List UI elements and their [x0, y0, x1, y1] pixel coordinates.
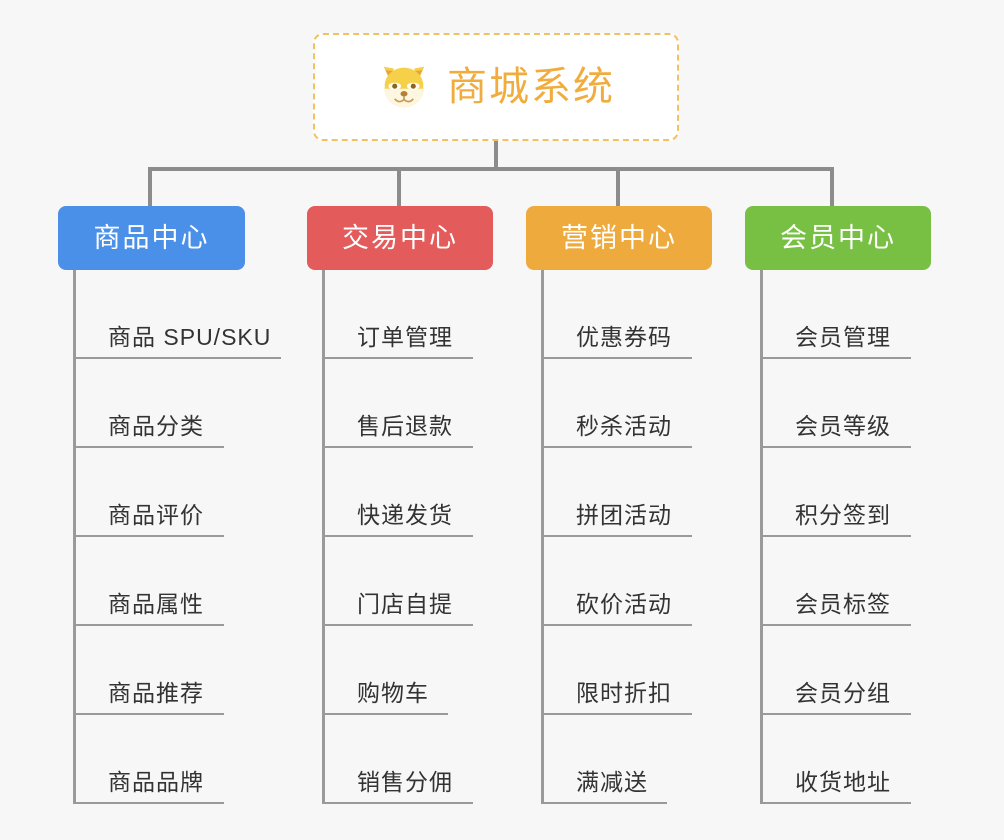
leaf-item-underline	[763, 535, 911, 537]
connector-drop-2	[397, 169, 401, 206]
leaf-list-3: 优惠券码秒杀活动拼团活动砍价活动限时折扣满减送	[541, 270, 712, 804]
leaf-list-1: 商品 SPU/SKU 商品分类商品评价商品属性商品推荐商品品牌	[73, 270, 281, 804]
leaf-item-label: 快递发货	[357, 502, 453, 528]
leaf-item-underline	[76, 713, 224, 715]
leaf-item[interactable]: 商品属性	[76, 537, 245, 626]
leaf-item-underline	[763, 713, 911, 715]
category-label: 商品中心	[93, 222, 210, 253]
leaf-item-underline	[325, 535, 473, 537]
leaf-item-label: 优惠券码	[576, 324, 672, 350]
leaf-item-label: 拼团活动	[576, 502, 672, 528]
leaf-item-label: 会员等级	[795, 413, 891, 439]
leaf-item[interactable]: 会员管理	[763, 270, 931, 359]
category-box-1[interactable]: 商品中心	[58, 206, 245, 270]
leaf-item-underline	[544, 713, 692, 715]
leaf-item-label: 商品属性	[108, 591, 204, 617]
leaf-item-label: 商品 SPU/SKU	[108, 324, 272, 350]
leaf-item-label: 售后退款	[357, 413, 453, 439]
leaf-item-underline	[544, 446, 692, 448]
leaf-item[interactable]: 快递发货	[325, 448, 493, 537]
leaf-item[interactable]: 商品评价	[76, 448, 245, 537]
leaf-item[interactable]: 购物车	[325, 626, 493, 715]
leaf-item[interactable]: 售后退款	[325, 359, 493, 448]
leaf-item[interactable]: 商品推荐	[76, 626, 245, 715]
leaf-item-label: 会员管理	[795, 324, 891, 350]
leaf-item-underline	[325, 713, 448, 715]
leaf-item[interactable]: 拼团活动	[544, 448, 712, 537]
root-title: 商城系统	[447, 65, 615, 109]
leaf-list-2: 订单管理售后退款快递发货门店自提购物车销售分佣	[322, 270, 493, 804]
category-box-3[interactable]: 营销中心	[526, 206, 712, 270]
category-label: 营销中心	[561, 222, 677, 253]
leaf-item-underline	[325, 802, 473, 804]
leaf-item-label: 会员分组	[795, 680, 891, 706]
leaf-item-underline	[76, 446, 224, 448]
leaf-item-underline	[544, 802, 667, 804]
leaf-item-underline	[76, 624, 224, 626]
leaf-item-label: 满减送	[576, 769, 648, 795]
leaf-item-label: 购物车	[357, 680, 429, 706]
leaf-item[interactable]: 积分签到	[763, 448, 931, 537]
leaf-item-label: 积分签到	[795, 502, 891, 528]
connector-drop-3	[616, 169, 620, 206]
leaf-item-underline	[544, 624, 692, 626]
category-box-2[interactable]: 交易中心	[307, 206, 493, 270]
leaf-item[interactable]: 收货地址	[763, 715, 931, 804]
category-label: 交易中心	[342, 222, 458, 253]
leaf-item[interactable]: 销售分佣	[325, 715, 493, 804]
root-node[interactable]: 商城系统	[313, 33, 679, 141]
leaf-item-underline	[76, 535, 224, 537]
leaf-item[interactable]: 会员等级	[763, 359, 931, 448]
category-column-2: 交易中心订单管理售后退款快递发货门店自提购物车销售分佣	[307, 206, 493, 804]
category-label: 会员中心	[780, 222, 896, 253]
leaf-item[interactable]: 会员标签	[763, 537, 931, 626]
leaf-item-underline	[544, 535, 692, 537]
leaf-item-label: 商品推荐	[108, 680, 204, 706]
leaf-item-label: 砍价活动	[576, 591, 672, 617]
leaf-item[interactable]: 订单管理	[325, 270, 493, 359]
leaf-item-underline	[544, 357, 692, 359]
leaf-item-label: 限时折扣	[576, 680, 672, 706]
leaf-item-label: 收货地址	[795, 769, 891, 795]
connector-root-vertical	[494, 141, 498, 169]
leaf-item-label: 秒杀活动	[576, 413, 672, 439]
leaf-item-underline	[76, 802, 224, 804]
leaf-item[interactable]: 商品品牌	[76, 715, 245, 804]
leaf-item-label: 订单管理	[357, 324, 453, 350]
leaf-item[interactable]: 商品分类	[76, 359, 245, 448]
root-node-content: 商城系统	[377, 60, 615, 114]
leaf-item[interactable]: 门店自提	[325, 537, 493, 626]
leaf-item-label: 门店自提	[357, 591, 453, 617]
leaf-item[interactable]: 砍价活动	[544, 537, 712, 626]
category-box-4[interactable]: 会员中心	[745, 206, 931, 270]
leaf-list-4: 会员管理会员等级积分签到会员标签会员分组收货地址	[760, 270, 931, 804]
connector-horizontal-bar	[148, 167, 834, 171]
leaf-item-underline	[325, 357, 473, 359]
leaf-item-underline	[763, 446, 911, 448]
leaf-item-underline	[763, 624, 911, 626]
leaf-item-underline	[325, 446, 473, 448]
category-column-3: 营销中心优惠券码秒杀活动拼团活动砍价活动限时折扣满减送	[526, 206, 712, 804]
leaf-item-underline	[325, 624, 473, 626]
leaf-item[interactable]: 秒杀活动	[544, 359, 712, 448]
leaf-item-label: 商品评价	[108, 502, 204, 528]
leaf-item-label: 会员标签	[795, 591, 891, 617]
leaf-item[interactable]: 满减送	[544, 715, 712, 804]
connector-drop-4	[830, 169, 834, 206]
leaf-item[interactable]: 会员分组	[763, 626, 931, 715]
leaf-item-underline	[763, 802, 911, 804]
leaf-item-label: 销售分佣	[357, 769, 453, 795]
category-column-4: 会员中心会员管理会员等级积分签到会员标签会员分组收货地址	[745, 206, 931, 804]
leaf-item[interactable]: 限时折扣	[544, 626, 712, 715]
connector-drop-1	[148, 169, 152, 206]
leaf-item[interactable]: 商品 SPU/SKU	[76, 270, 281, 359]
leaf-item[interactable]: 优惠券码	[544, 270, 712, 359]
leaf-item-label: 商品品牌	[108, 769, 204, 795]
leaf-item-underline	[76, 357, 281, 359]
category-column-1: 商品中心商品 SPU/SKU 商品分类商品评价商品属性商品推荐商品品牌	[58, 206, 281, 804]
shiba-dog-icon	[383, 66, 425, 108]
leaf-item-underline	[763, 357, 911, 359]
leaf-item-label: 商品分类	[108, 413, 204, 439]
